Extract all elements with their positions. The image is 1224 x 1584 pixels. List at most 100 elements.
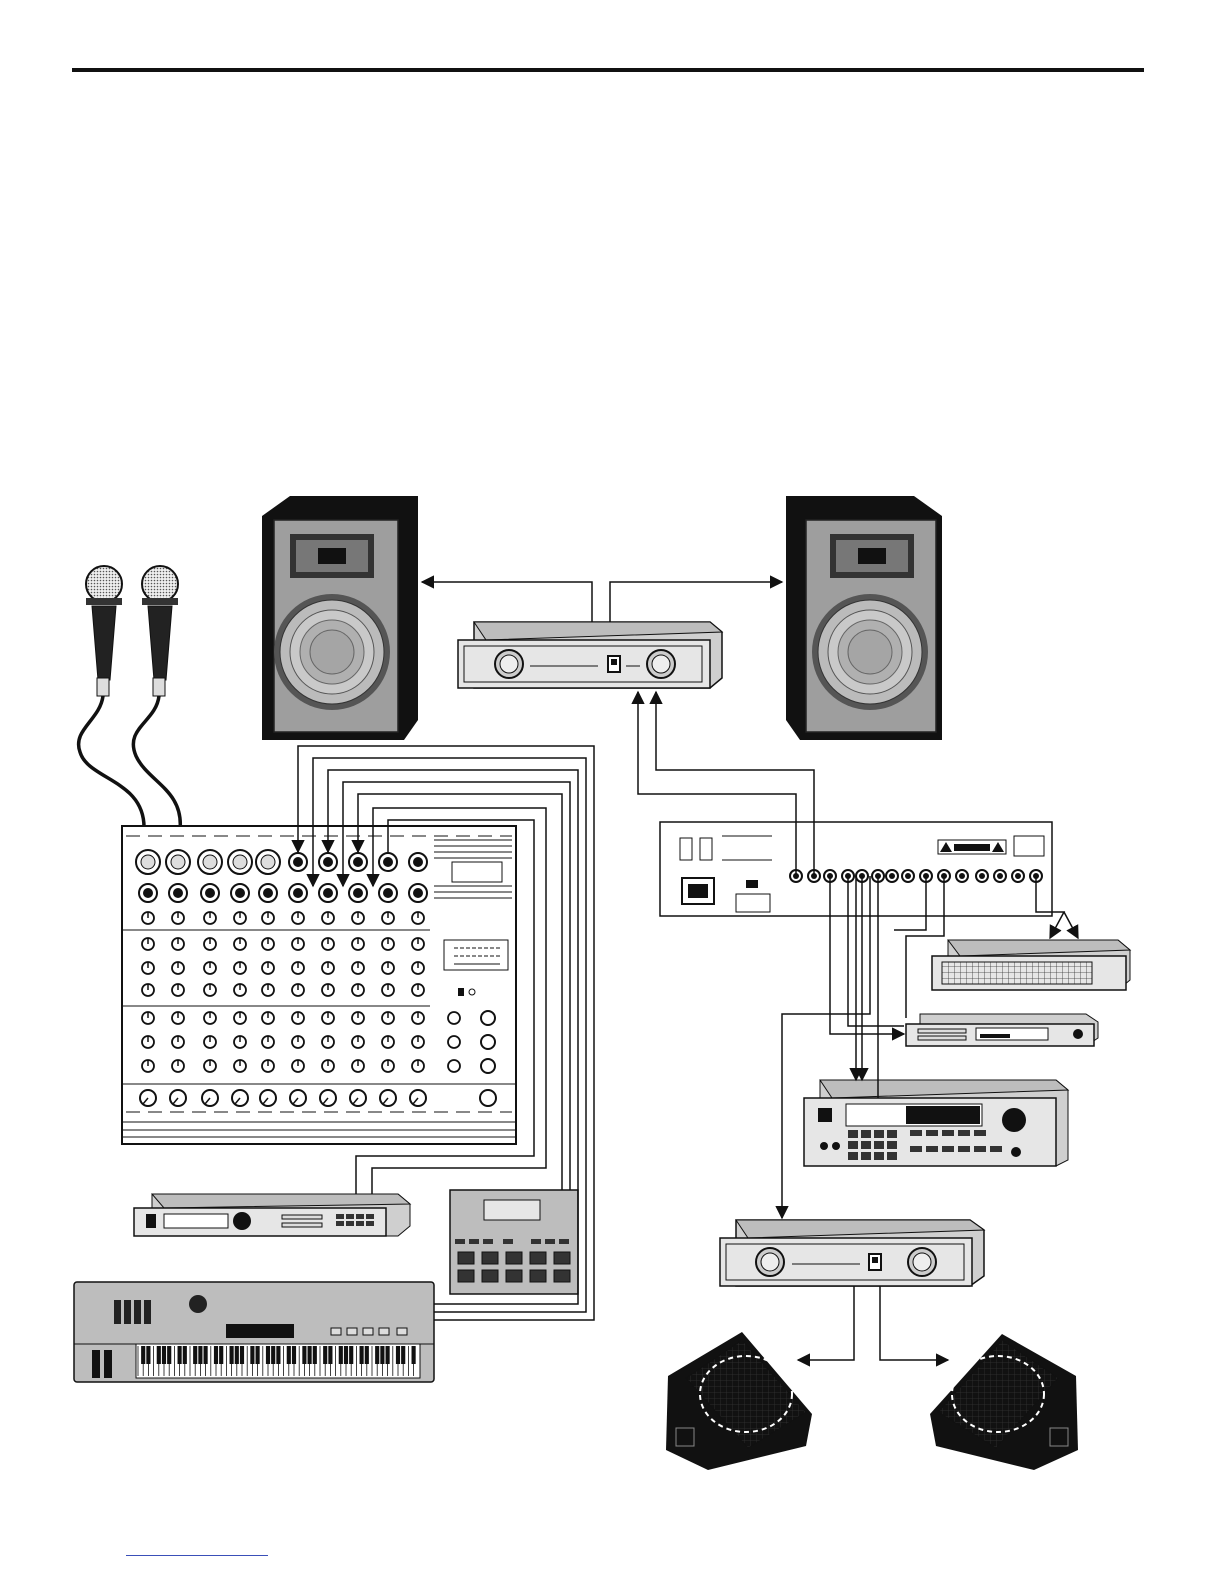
black-key [349, 1346, 353, 1364]
master-knob [448, 1012, 460, 1024]
sampler-pad [861, 1152, 871, 1160]
sampler-pad [848, 1130, 858, 1138]
sampler-button [926, 1130, 938, 1136]
drum-pad [530, 1270, 546, 1282]
sampler-button [974, 1146, 986, 1152]
black-key [167, 1346, 171, 1364]
drum-button [545, 1239, 555, 1244]
keyboard-synthesizer [74, 1282, 434, 1382]
master-level-knob [480, 1090, 496, 1106]
black-key [302, 1346, 306, 1364]
drum-pad [554, 1270, 570, 1282]
black-key [308, 1346, 312, 1364]
sampler-button [958, 1146, 970, 1152]
sampler-button [910, 1130, 922, 1136]
black-key [235, 1346, 239, 1364]
black-key [276, 1346, 280, 1364]
module-button [346, 1221, 354, 1226]
black-key [250, 1346, 254, 1364]
mixing-console [122, 826, 516, 1144]
sound-module [134, 1194, 410, 1236]
black-key [292, 1346, 296, 1364]
drum-button [559, 1239, 569, 1244]
module-button [336, 1214, 344, 1219]
black-key [146, 1346, 150, 1364]
black-key [365, 1346, 369, 1364]
keyboard-button [331, 1328, 341, 1335]
black-key [141, 1346, 145, 1364]
sampler-pad [861, 1130, 871, 1138]
black-key [323, 1346, 327, 1364]
black-key [287, 1346, 291, 1364]
black-key [386, 1346, 390, 1364]
sampler-pad [874, 1152, 884, 1160]
drum-button [531, 1239, 541, 1244]
graphic-equalizer [932, 940, 1130, 990]
keyboard-button [397, 1328, 407, 1335]
module-button [336, 1221, 344, 1226]
black-key [219, 1346, 223, 1364]
black-key [344, 1346, 348, 1364]
master-knob [448, 1036, 460, 1048]
keyboard-button [347, 1328, 357, 1335]
sampler-pad [887, 1141, 897, 1149]
module-button [356, 1221, 364, 1226]
sampler-pad [848, 1141, 858, 1149]
floor-monitor-left [666, 1332, 812, 1470]
master-knob [481, 1011, 495, 1025]
drum-pad [458, 1252, 474, 1264]
sampler-pad [874, 1141, 884, 1149]
black-key [204, 1346, 208, 1364]
sampler-button [974, 1130, 986, 1136]
module-button [356, 1214, 364, 1219]
sampler-pad [887, 1130, 897, 1138]
master-knob [448, 1060, 460, 1072]
keyboard-button [363, 1328, 373, 1335]
drum-pad [554, 1252, 570, 1264]
sampler-pad [874, 1130, 884, 1138]
drum-pad [506, 1252, 522, 1264]
black-key [157, 1346, 161, 1364]
module-button [366, 1214, 374, 1219]
sampler-pad [848, 1152, 858, 1160]
floor-monitor-right [930, 1334, 1078, 1470]
black-key [313, 1346, 317, 1364]
master-knob [481, 1035, 495, 1049]
drum-machine [450, 1190, 578, 1294]
monitor-power-amp [720, 1220, 984, 1286]
black-key [375, 1346, 379, 1364]
black-key [198, 1346, 202, 1364]
black-key [183, 1346, 187, 1364]
sampler-pad [861, 1141, 871, 1149]
master-knob [481, 1059, 495, 1073]
black-key [360, 1346, 364, 1364]
black-key [256, 1346, 260, 1364]
drum-button [483, 1239, 493, 1244]
black-key [328, 1346, 332, 1364]
sampler-button [990, 1146, 1002, 1152]
black-key [214, 1346, 218, 1364]
drum-pad [458, 1270, 474, 1282]
drum-pad [506, 1270, 522, 1282]
sampler-button [958, 1130, 970, 1136]
rack-sampler [804, 1080, 1068, 1166]
black-key [240, 1346, 244, 1364]
main-power-amp [458, 622, 722, 688]
main-speaker-right [786, 496, 942, 740]
module-button [366, 1221, 374, 1226]
drum-pad [530, 1252, 546, 1264]
black-key [162, 1346, 166, 1364]
drum-button [503, 1239, 513, 1244]
microphone-2 [133, 566, 180, 846]
black-key [396, 1346, 400, 1364]
black-key [230, 1346, 234, 1364]
black-key [266, 1346, 270, 1364]
sampler-button [910, 1146, 922, 1152]
sampler-button [942, 1130, 954, 1136]
black-key [380, 1346, 384, 1364]
effects-processor [906, 1014, 1098, 1046]
black-key [339, 1346, 343, 1364]
black-key [178, 1346, 182, 1364]
main-speaker-left [262, 496, 418, 740]
